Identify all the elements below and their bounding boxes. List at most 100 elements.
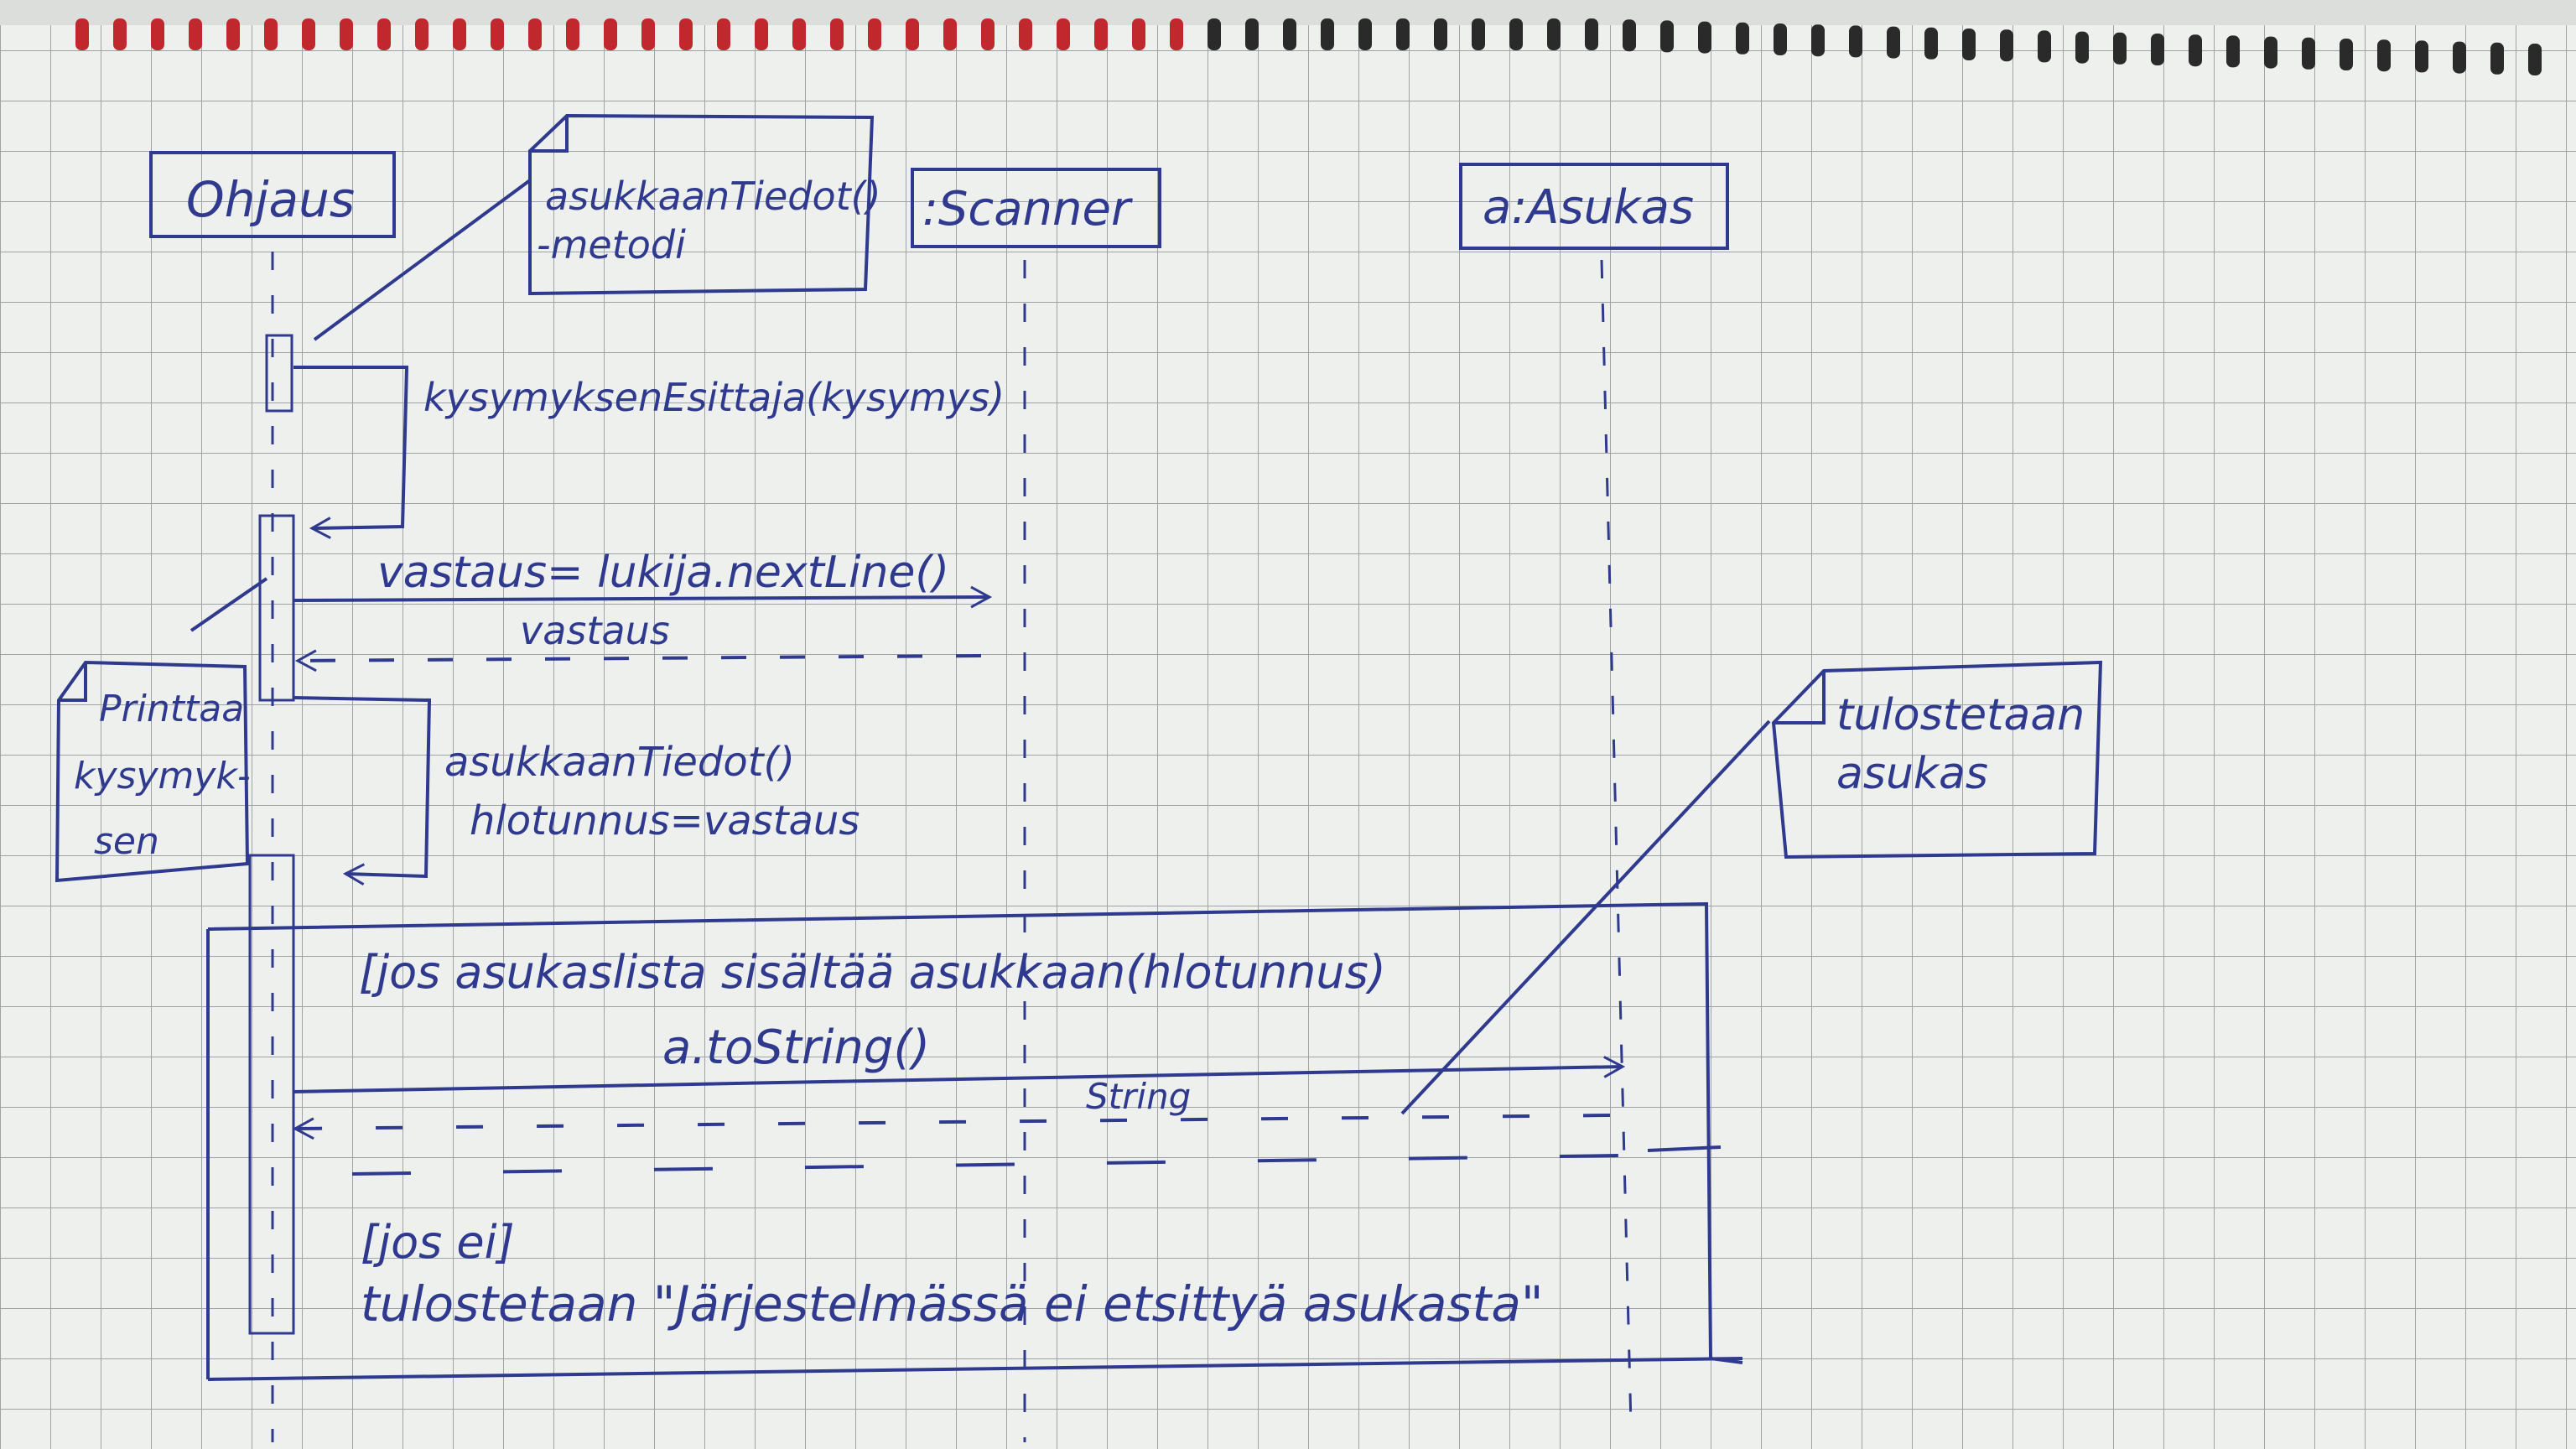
spiral-ring: [1887, 26, 1900, 59]
method-note-line-1: asukkaanTiedot(): [545, 174, 881, 219]
spiral-ring: [1623, 19, 1636, 52]
spiral-ring: [75, 18, 89, 50]
spiral-ring: [264, 18, 278, 50]
spiral-ring: [1094, 18, 1108, 50]
spiral-ring: [1585, 18, 1598, 50]
spiral-ring: [2000, 29, 2013, 62]
self-call-2-label-line-2: hlotunnus=vastaus: [470, 797, 860, 844]
participant-scanner-label: :Scanner: [922, 182, 1133, 236]
spiral-ring: [2528, 44, 2542, 75]
call-nextline-arrow: [293, 585, 993, 609]
participant-scanner: [911, 168, 1161, 248]
call-tostring-label: a.toString(): [662, 1021, 930, 1075]
spiral-ring: [113, 18, 127, 50]
spiral-ring: [2490, 42, 2504, 75]
method-note-line-2: -metodi: [537, 222, 686, 267]
spiral-ring: [1321, 18, 1334, 50]
call-tostring-arrow: [293, 1056, 1626, 1093]
spiral-ring: [2189, 34, 2202, 67]
return-string-label: String: [1086, 1076, 1191, 1117]
spiral-ring: [1962, 29, 1976, 60]
spiral-ring: [340, 18, 353, 50]
spiral-ring: [1660, 20, 1674, 53]
return-vastaus-label: vastaus: [520, 608, 670, 653]
spiral-ring: [2302, 37, 2315, 70]
participant-ohjaus-label: Ohjaus: [186, 171, 355, 228]
spiral-ring: [1132, 18, 1145, 50]
output-note-line-2: asukas: [1836, 749, 1988, 799]
spiral-ring: [302, 18, 315, 50]
spiral-ring: [755, 18, 768, 50]
activation-bar-2: [258, 514, 295, 702]
spiral-ring: [906, 18, 919, 50]
spiral-ring: [1245, 18, 1259, 50]
spiral-ring: [2038, 30, 2051, 63]
spiral-ring: [1472, 18, 1485, 50]
spiral-ring: [792, 18, 806, 50]
spiral-ring: [2264, 36, 2277, 69]
self-call-1-arrow: [293, 366, 408, 539]
spiral-ring: [641, 18, 655, 50]
activation-bar-3: [248, 854, 295, 1335]
activation-bar-1: [265, 334, 293, 413]
spiral-ring: [1698, 21, 1711, 54]
spiral-ring: [1396, 18, 1410, 50]
spiral-ring: [2415, 40, 2428, 73]
spiral-ring: [1849, 25, 1862, 58]
spiral-ring: [830, 18, 844, 50]
spiral-ring: [1736, 22, 1749, 55]
print-note-line-1: Printtaa: [99, 688, 244, 730]
self-call-1-label: kysymyksenEsittaja(kysymys): [423, 375, 1005, 420]
spiral-ring: [1774, 23, 1787, 55]
participant-asukas-label: a:Asukas: [1483, 180, 1694, 235]
spiral-ring: [189, 18, 202, 50]
spiral-ring: [1358, 18, 1372, 50]
spiral-ring: [1924, 27, 1938, 60]
alt-else-action: tulostetaan "Järjestelmässä ei etsittyä …: [361, 1275, 1544, 1332]
output-note-line-1: tulostetaan: [1836, 690, 2085, 740]
spiral-ring: [2377, 39, 2391, 72]
spiral-ring: [2151, 34, 2164, 65]
self-call-2-label-line-1: asukkaanTiedot(): [444, 739, 795, 786]
call-nextline-label: vastaus= lukija.nextLine(): [377, 548, 949, 598]
spiral-ring: [226, 18, 240, 50]
spiral-ring: [2340, 39, 2353, 70]
spiral-ring: [1170, 18, 1183, 50]
alt-operand-divider: [351, 1154, 1619, 1176]
spiral-ring: [415, 18, 428, 50]
spiral-ring: [151, 18, 164, 50]
spiral-ring: [1509, 18, 1523, 50]
print-note-line-3: sen: [94, 820, 159, 863]
spiral-ring: [1208, 18, 1221, 50]
spiral-ring: [2075, 31, 2089, 64]
spiral-binding: [75, 18, 2542, 75]
print-note: [55, 577, 268, 883]
spiral-ring: [1434, 18, 1447, 50]
participant-asukas: [1459, 163, 1729, 250]
spiral-ring: [981, 18, 995, 50]
spiral-ring: [1283, 18, 1296, 50]
spiral-ring: [2226, 35, 2240, 68]
spiral-ring: [868, 18, 881, 50]
participant-ohjaus: [149, 151, 396, 238]
spiral-ring: [453, 18, 466, 50]
spiral-ring: [1019, 18, 1032, 50]
alt-guard-if: [jos asukaslista sisältää asukkaan(hlotu…: [359, 946, 1386, 999]
spiral-ring: [528, 18, 542, 50]
spiral-ring: [2453, 41, 2466, 74]
spiral-ring: [377, 18, 391, 50]
spiral-ring: [1057, 18, 1070, 50]
spiral-ring: [2113, 32, 2127, 65]
print-note-line-2: kysymyk-: [74, 755, 251, 797]
alt-fragment-frame: [206, 901, 1743, 1381]
spiral-ring: [491, 18, 504, 50]
return-string-arrow: [292, 1114, 1611, 1140]
spiral-ring: [1547, 18, 1561, 50]
alt-guard-else: [jos ei]: [361, 1216, 515, 1269]
lifeline-asukas: [1600, 259, 1633, 1426]
spiral-ring: [566, 18, 579, 50]
spiral-ring: [1811, 24, 1825, 57]
spiral-ring: [604, 18, 617, 50]
output-note: [1400, 660, 2103, 1115]
